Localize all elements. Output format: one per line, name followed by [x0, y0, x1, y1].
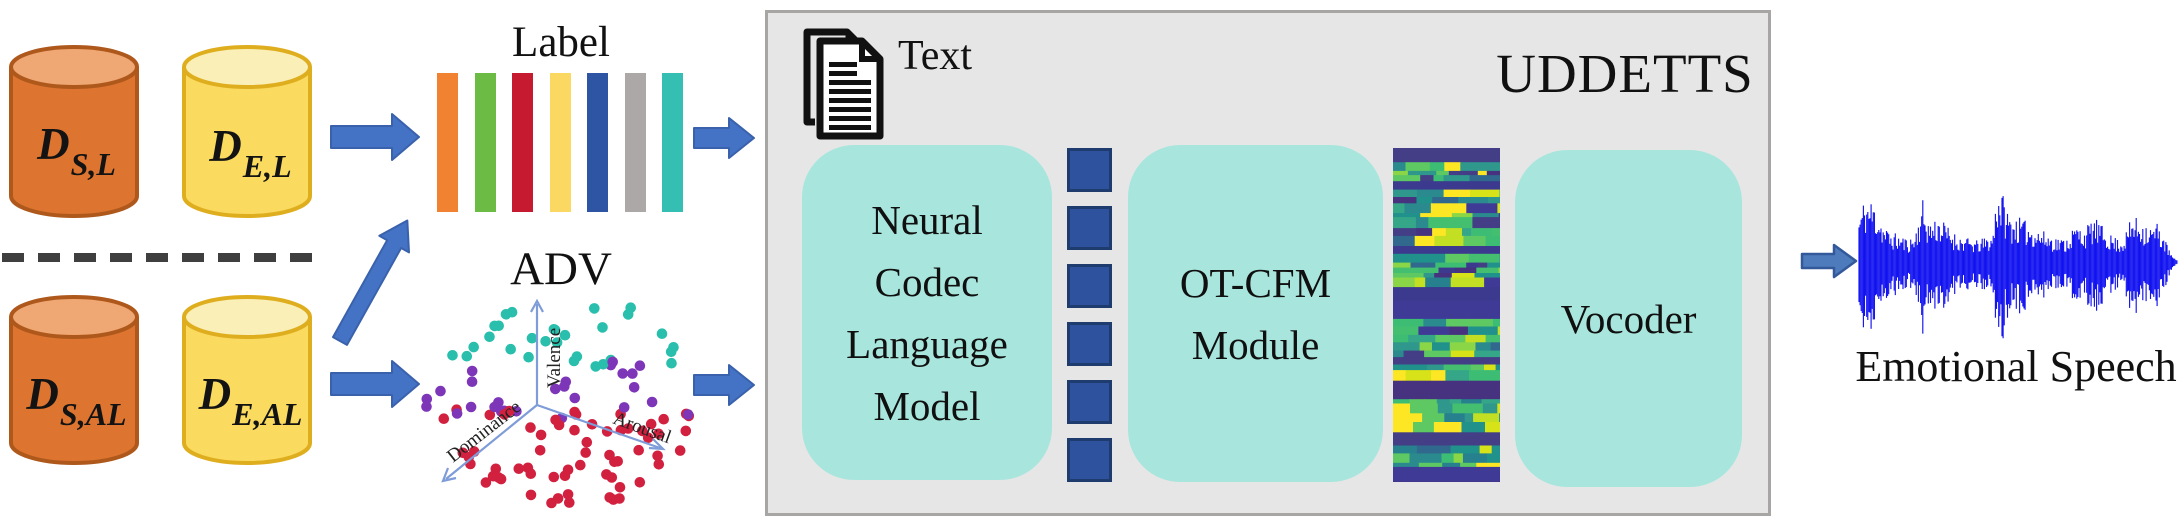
nclm-line: Language	[846, 320, 1008, 367]
neural-codec-language-model-box: Neural Codec Language Model	[802, 145, 1052, 480]
codec-token-square	[1067, 380, 1112, 424]
label-bar	[474, 73, 496, 212]
arrow-unlabeled-to-adv	[330, 360, 420, 408]
nclm-line: Model	[873, 382, 981, 429]
label-bar	[549, 73, 571, 212]
dashed-divider	[2, 253, 320, 262]
adv-axis-labels: Valence Arousal Dominance	[443, 328, 674, 467]
dataset-label-dsl: DS,L	[37, 119, 116, 182]
adv-section-title: ADV	[510, 243, 612, 295]
arrow-uddetts-to-speech	[1800, 243, 1858, 279]
speech-waveform	[1858, 196, 2178, 339]
nclm-line: Neural	[871, 196, 983, 243]
adv-scatter-plot: Valence Arousal Dominance	[421, 298, 695, 509]
label-section-title: Label	[512, 19, 610, 66]
valence-axis-label: Valence	[544, 328, 565, 388]
label-bar	[662, 73, 683, 212]
ot-cfm-module-box: OT-CFM Module	[1128, 145, 1383, 482]
codec-token-square	[1067, 264, 1112, 308]
arrow-diagonal-to-label	[332, 219, 410, 346]
label-bar	[437, 73, 458, 212]
adv-scatter-points	[421, 302, 695, 509]
uddetts-title: UDDETTS	[1496, 43, 1754, 104]
vocoder-box: Vocoder	[1515, 150, 1742, 487]
output-speech-label: Emotional Speech	[1855, 342, 2177, 391]
arrow-label-to-uddetts	[693, 117, 755, 159]
adv-axes	[441, 298, 666, 483]
otcfm-line: OT-CFM	[1179, 259, 1332, 306]
emotion-label-bars	[437, 73, 683, 212]
dataset-label-del: DE,L	[209, 121, 292, 184]
vocoder-label: Vocoder	[1560, 295, 1697, 342]
nclm-line: Codec	[874, 258, 980, 305]
label-bar	[512, 73, 533, 212]
text-input-label: Text	[898, 33, 973, 79]
dataset-label-deal: DE,AL	[198, 369, 303, 432]
label-bar	[587, 73, 608, 212]
arrow-labeled-to-label	[330, 113, 420, 161]
codec-token-square	[1067, 148, 1112, 192]
codec-token-column	[1067, 148, 1112, 482]
label-bar	[624, 73, 646, 212]
codec-token-square	[1067, 206, 1112, 250]
dominance-axis-label: Dominance	[443, 396, 525, 466]
dataset-label-dsal: DS,AL	[26, 369, 127, 432]
codec-token-square	[1067, 438, 1112, 482]
codec-token-square	[1067, 322, 1112, 366]
arrow-adv-to-uddetts	[693, 364, 755, 406]
otcfm-line: Module	[1191, 321, 1320, 368]
arousal-axis-label: Arousal	[610, 408, 674, 448]
